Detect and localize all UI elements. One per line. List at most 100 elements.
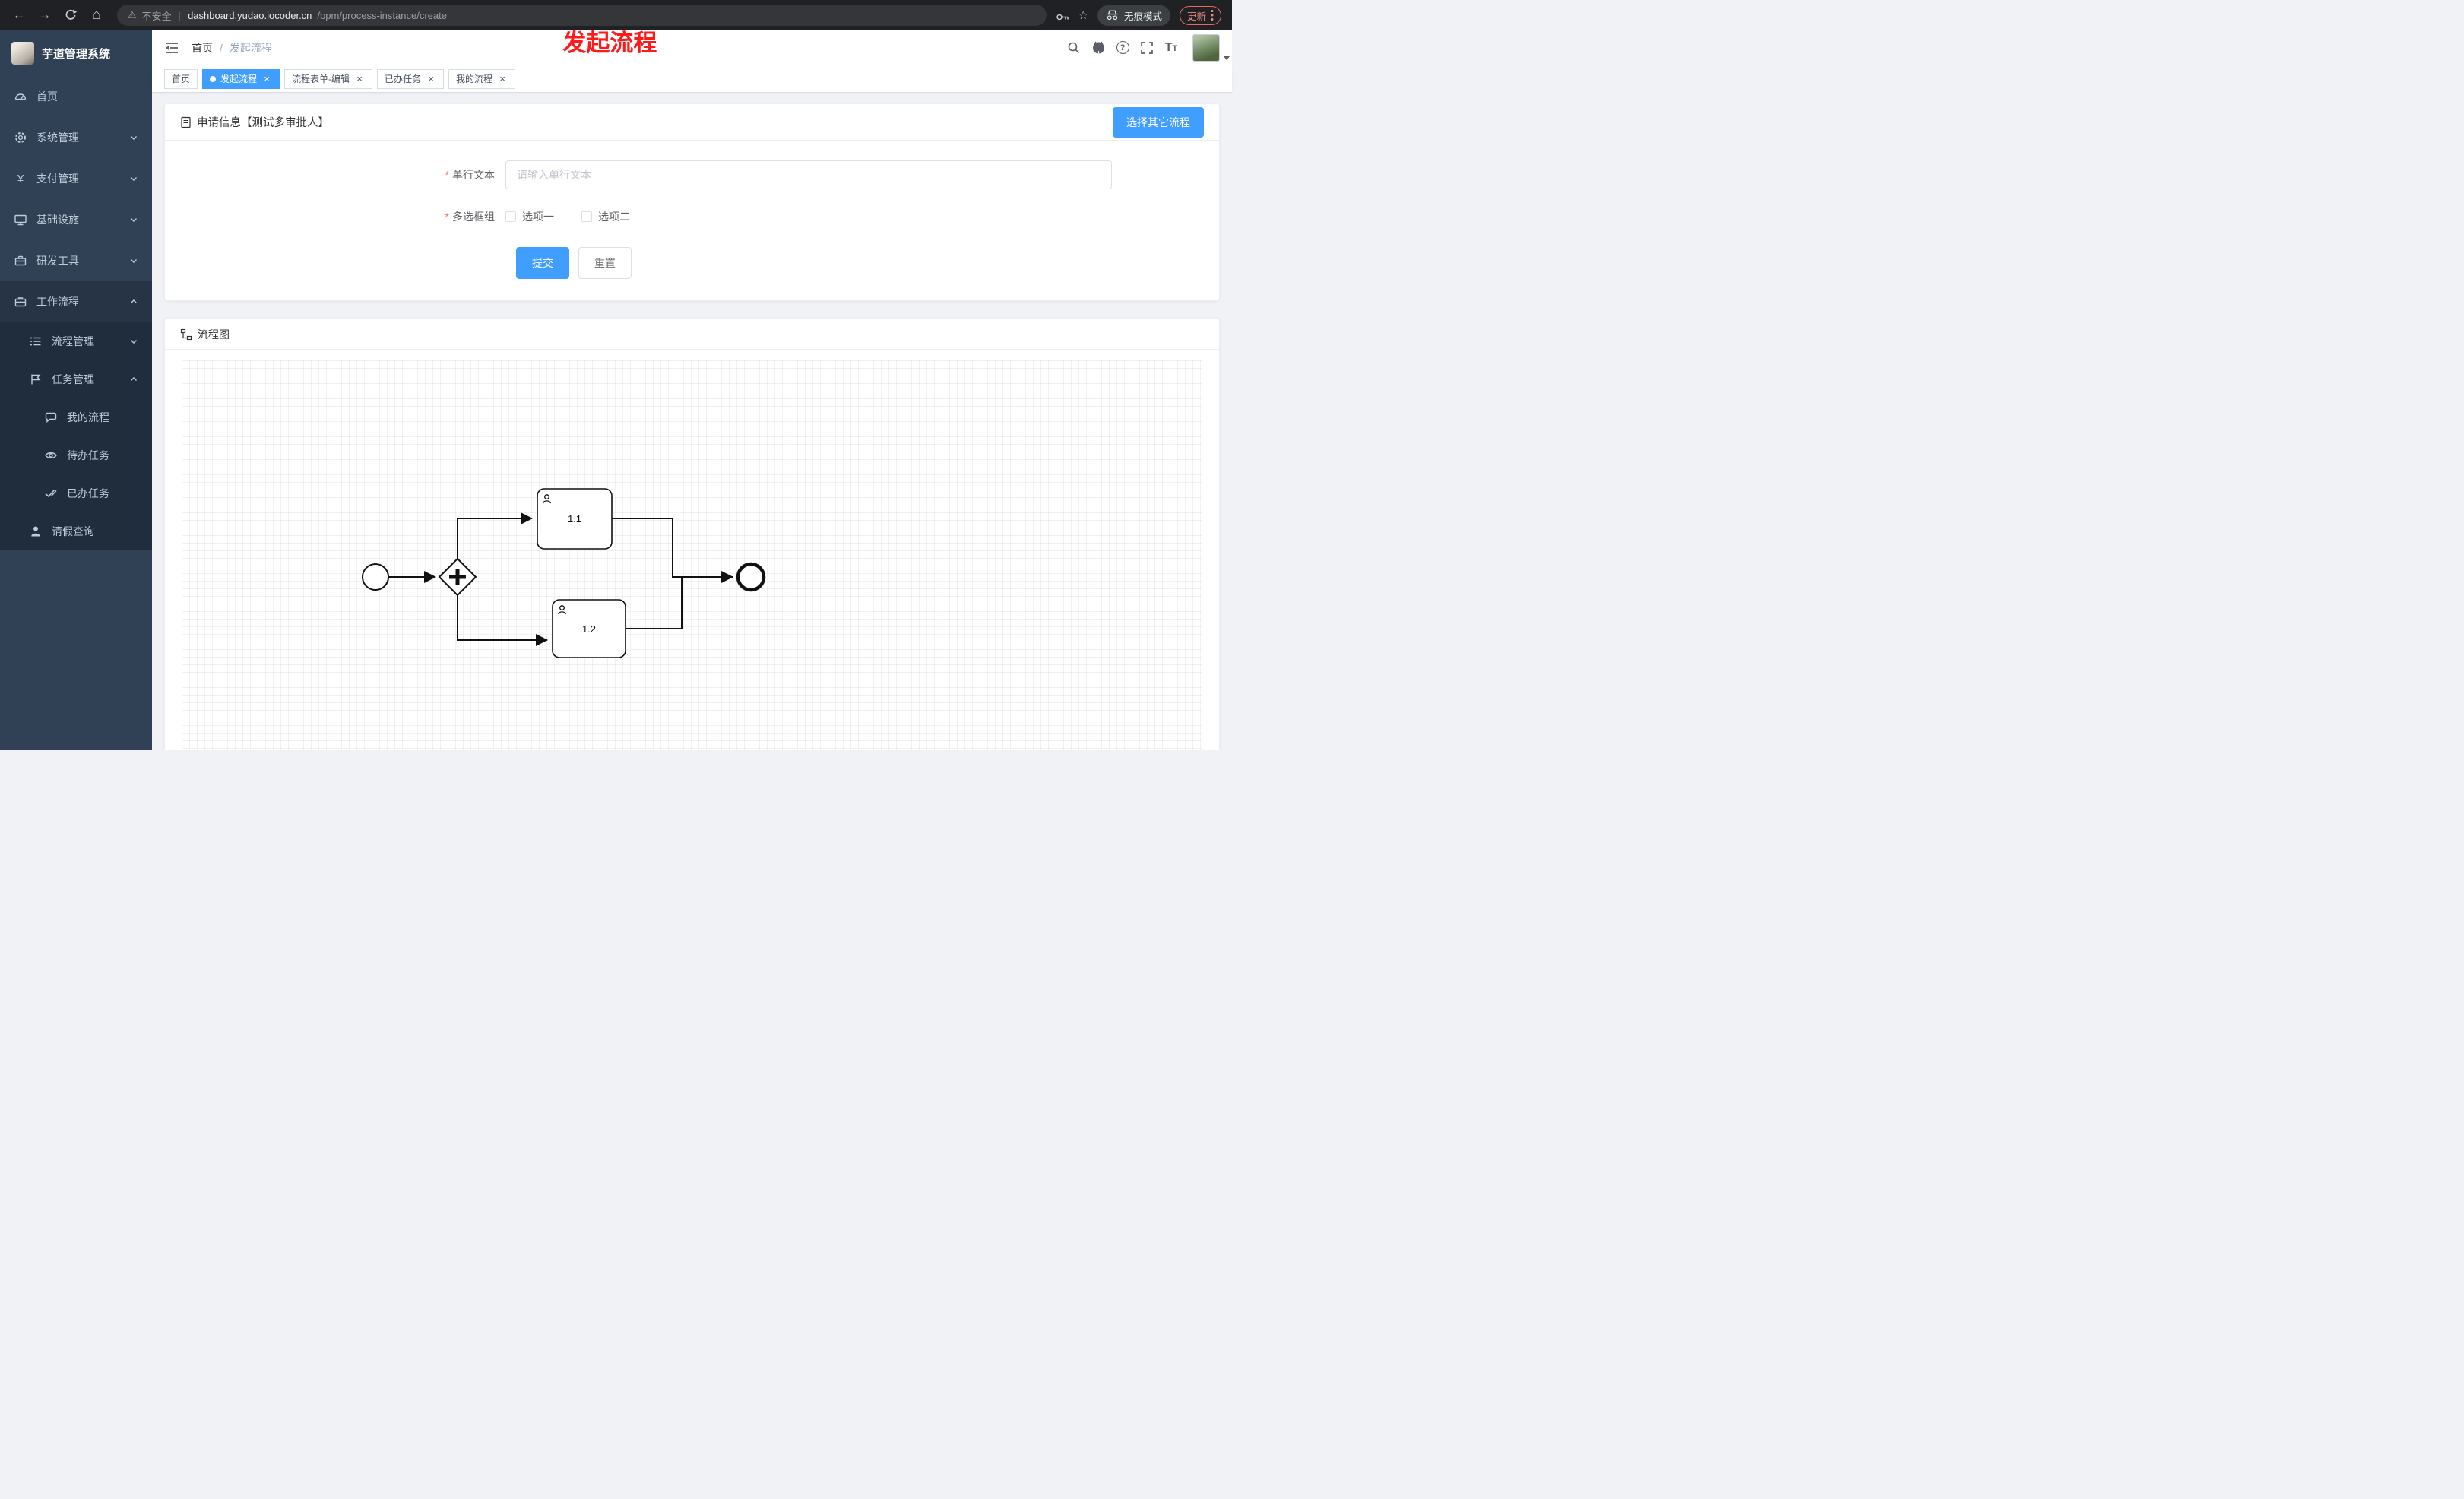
browser-update-button[interactable]: 更新 — [1179, 5, 1221, 25]
chevron-down-icon — [131, 340, 137, 344]
tab-bar: 首页 发起流程 × 流程表单-编辑 × 已办任务 × 我的流程 × — [152, 65, 1232, 93]
fullscreen-icon — [1141, 41, 1153, 54]
header-github-button[interactable] — [1086, 36, 1110, 60]
incognito-label: 无痕模式 — [1123, 11, 1162, 22]
sidebar-item-task-management[interactable]: 任务管理 — [0, 360, 152, 398]
end-event[interactable] — [736, 562, 766, 592]
chat-bubble-icon — [45, 412, 57, 423]
checkbox-group-label: 多选框组 — [165, 209, 505, 224]
diagram-card-title: 流程图 — [198, 328, 230, 341]
app-logo[interactable]: 芋道管理系统 — [0, 30, 152, 76]
select-other-process-button[interactable]: 选择其它流程 — [1113, 106, 1204, 138]
sidebar-item-label: 支付管理 — [36, 173, 79, 185]
forward-icon: → — [38, 8, 52, 22]
checkbox-icon[interactable] — [581, 211, 592, 222]
browser-back-button[interactable]: ← — [8, 4, 30, 27]
caret-down-icon[interactable] — [1224, 55, 1230, 60]
briefcase-icon — [14, 297, 27, 307]
checkbox-field-row: 多选框组 选项一 选项二 — [165, 209, 1219, 224]
task-label: 1.1 — [568, 513, 581, 524]
reload-icon — [65, 9, 78, 20]
form-card-title: 申请信息【测试多审批人】 — [197, 117, 329, 129]
incognito-badge: 无痕模式 — [1097, 5, 1170, 26]
avatar[interactable] — [1192, 33, 1220, 62]
sidebar-item-system[interactable]: 系统管理 — [0, 117, 152, 158]
document-icon — [180, 116, 192, 128]
active-dot — [210, 75, 217, 82]
sidebar-item-label: 任务管理 — [52, 373, 94, 385]
checkbox-icon[interactable] — [505, 211, 516, 222]
url-path: /bpm/process-instance/create — [317, 9, 447, 21]
sidebar-item-payment[interactable]: ¥ 支付管理 — [0, 158, 152, 199]
task-label: 1.2 — [582, 623, 596, 635]
form-card-header: 申请信息【测试多审批人】 选择其它流程 — [165, 104, 1219, 141]
tab-done-tasks[interactable]: 已办任务 × — [377, 68, 445, 89]
sidebar-item-process-management[interactable]: 流程管理 — [0, 322, 152, 360]
sidebar-item-my-processes[interactable]: 我的流程 — [0, 398, 152, 436]
chevron-up-icon — [131, 299, 137, 303]
workflow-submenu: 流程管理 任务管理 我的流程 — [0, 322, 152, 550]
sidebar-item-devtools[interactable]: 研发工具 — [0, 240, 152, 281]
hamburger-icon — [166, 42, 178, 53]
toolbox-icon — [14, 255, 27, 266]
breadcrumb: 首页 / 发起流程 — [192, 40, 272, 55]
tab-home[interactable]: 首页 — [164, 68, 198, 89]
user-task-icon — [543, 494, 551, 504]
sidebar-item-workflow[interactable]: 工作流程 — [0, 281, 152, 322]
form-body: 单行文本 多选框组 选项一 选项二 — [165, 141, 1219, 300]
sidebar-item-label: 待办任务 — [67, 449, 109, 461]
menu-dots-icon — [1211, 10, 1214, 21]
header-help-button[interactable]: ? — [1110, 36, 1135, 60]
security-label[interactable]: 不安全 — [141, 10, 172, 22]
password-key-button[interactable] — [1056, 8, 1069, 22]
sidebar-item-label: 工作流程 — [36, 296, 79, 308]
chevron-down-icon — [131, 136, 137, 140]
tab-initiate-process[interactable]: 发起流程 × — [202, 68, 280, 89]
bpmn-canvas[interactable]: 1.1 1.2 — [182, 360, 1202, 750]
header-fullscreen-button[interactable] — [1135, 36, 1159, 60]
person-icon — [31, 526, 40, 537]
page-annotation: 发起流程 — [562, 30, 657, 56]
sidebar-item-home[interactable]: 首页 — [0, 76, 152, 117]
sidebar-item-leave-query[interactable]: 请假查询 — [0, 512, 152, 550]
sidebar-item-label: 系统管理 — [36, 132, 79, 144]
browser-home-button[interactable]: ⌂ — [85, 4, 108, 27]
header-search-button[interactable] — [1062, 36, 1086, 60]
sidebar-item-label: 已办任务 — [67, 487, 109, 499]
sequence-flow — [457, 512, 533, 559]
tab-my-processes[interactable]: 我的流程 × — [448, 68, 516, 89]
question-icon: ? — [1116, 41, 1129, 54]
address-bar[interactable]: ⚠ 不安全 | dashboard.yudao.iocoder.cn/bpm/p… — [117, 5, 1047, 26]
checkbox-option-label: 选项二 — [598, 211, 630, 223]
close-icon[interactable]: × — [264, 73, 270, 84]
chevron-down-icon — [131, 218, 137, 222]
sidebar-item-infrastructure[interactable]: 基础设施 — [0, 199, 152, 240]
checkbox-option-1[interactable]: 选项一 — [505, 209, 554, 224]
close-icon[interactable]: × — [356, 73, 363, 84]
start-event[interactable] — [362, 563, 389, 591]
chevron-up-icon — [131, 377, 137, 381]
update-label: 更新 — [1186, 11, 1206, 22]
reset-button[interactable]: 重置 — [578, 247, 632, 279]
single-line-text-input[interactable] — [505, 160, 1112, 189]
logo-avatar — [11, 42, 34, 65]
sidebar-item-done-tasks[interactable]: 已办任务 — [0, 474, 152, 512]
checkbox-group: 选项一 选项二 — [505, 209, 630, 224]
sidebar-item-pending-tasks[interactable]: 待办任务 — [0, 436, 152, 474]
close-icon[interactable]: × — [499, 73, 505, 84]
bpmn-diagram: 1.1 1.2 — [362, 488, 766, 658]
tab-label: 已办任务 — [385, 74, 422, 84]
browser-forward-button[interactable]: → — [33, 4, 56, 27]
app-title: 芋道管理系统 — [42, 47, 111, 61]
close-icon[interactable]: × — [428, 73, 434, 84]
sidebar-collapse-button[interactable] — [164, 40, 181, 56]
bookmark-star-button[interactable]: ☆ — [1078, 8, 1088, 22]
submit-button[interactable]: 提交 — [516, 247, 569, 279]
sidebar-item-label: 流程管理 — [52, 335, 94, 347]
tab-process-form-edit[interactable]: 流程表单-编辑 × — [284, 68, 373, 89]
browser-reload-button[interactable] — [59, 4, 82, 27]
checkbox-option-2[interactable]: 选项二 — [581, 209, 630, 224]
breadcrumb-home[interactable]: 首页 — [192, 41, 213, 54]
